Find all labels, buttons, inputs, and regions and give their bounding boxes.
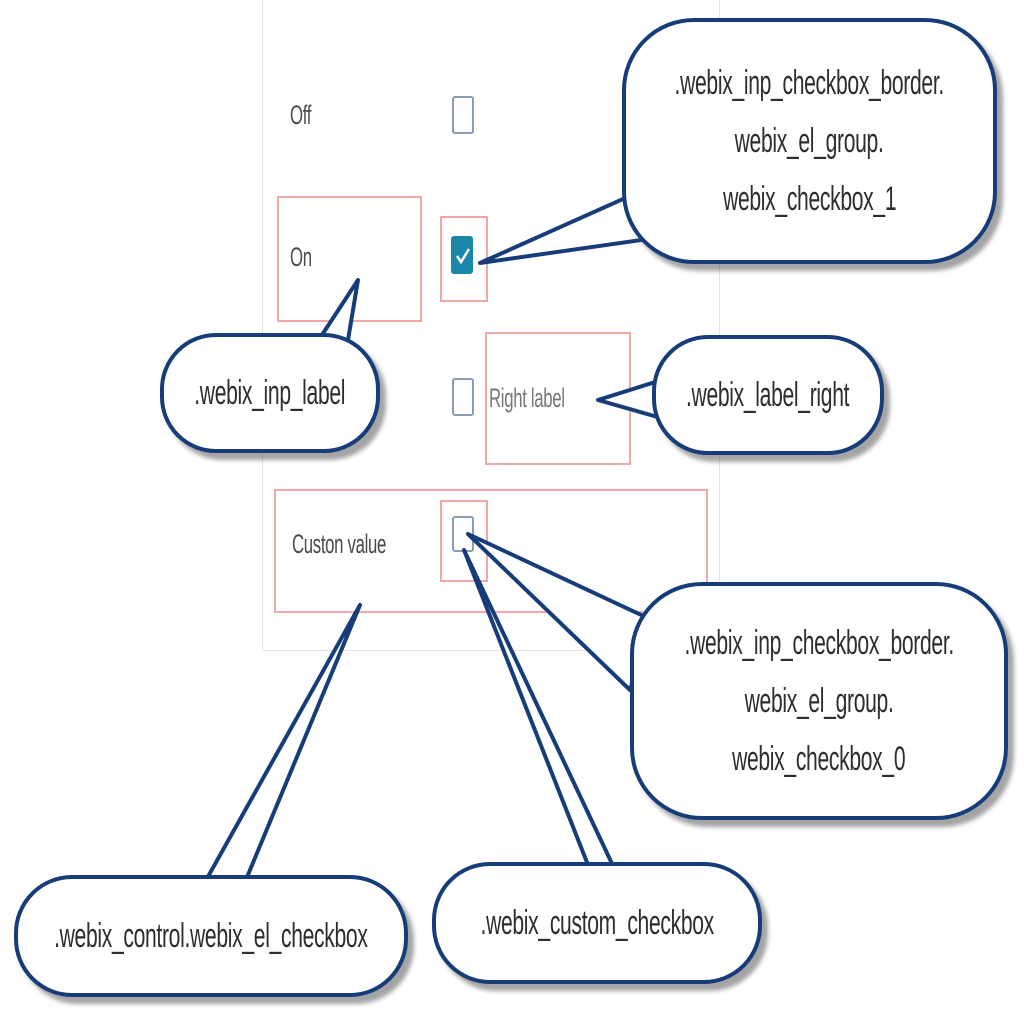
custom-checkbox-callout: .webix_custom_checkbox xyxy=(432,862,762,984)
checkbox-0-callout-tail xyxy=(466,532,654,692)
custom-value-label: Custon value xyxy=(292,529,386,559)
on-label: On xyxy=(290,242,312,272)
checkbox-1-callout: .webix_inp_checkbox_border. webix_el_gro… xyxy=(622,18,997,264)
on-checkbox[interactable] xyxy=(451,236,473,274)
checkbox-1-callout-line-1: .webix_inp_checkbox_border. xyxy=(674,64,945,102)
inp-label-callout-text: .webix_inp_label xyxy=(194,374,346,412)
control-callout-tail xyxy=(203,603,362,884)
checkbox-0-callout-line-1: .webix_inp_checkbox_border. xyxy=(684,624,954,662)
checkbox-0-callout-line-2: webix_el_group. xyxy=(744,682,894,720)
label-right-callout-text: .webix_label_right xyxy=(686,376,850,414)
checkbox-1-callout-line-3: webix_checkbox_1 xyxy=(722,180,897,218)
label-right-callout: .webix_label_right xyxy=(652,335,884,455)
control-callout-text: .webix_control.webix_el_checkbox xyxy=(54,917,368,955)
control-callout: .webix_control.webix_el_checkbox xyxy=(14,875,408,997)
inp-label-callout-tail xyxy=(318,278,360,342)
off-checkbox[interactable] xyxy=(452,96,474,134)
right-label-checkbox[interactable] xyxy=(452,378,474,416)
checkbox-0-callout: .webix_inp_checkbox_border. webix_el_gro… xyxy=(630,582,1008,820)
inp-label-callout: .webix_inp_label xyxy=(160,333,380,453)
off-label: Off xyxy=(290,100,312,130)
checkbox-1-callout-line-2: webix_el_group. xyxy=(735,122,884,160)
right-label: Right label xyxy=(489,383,565,413)
checkbox-0-callout-line-3: webix_checkbox_0 xyxy=(732,740,906,778)
custom-checkbox-callout-text: .webix_custom_checkbox xyxy=(480,904,714,942)
check-mark-icon xyxy=(455,248,471,265)
